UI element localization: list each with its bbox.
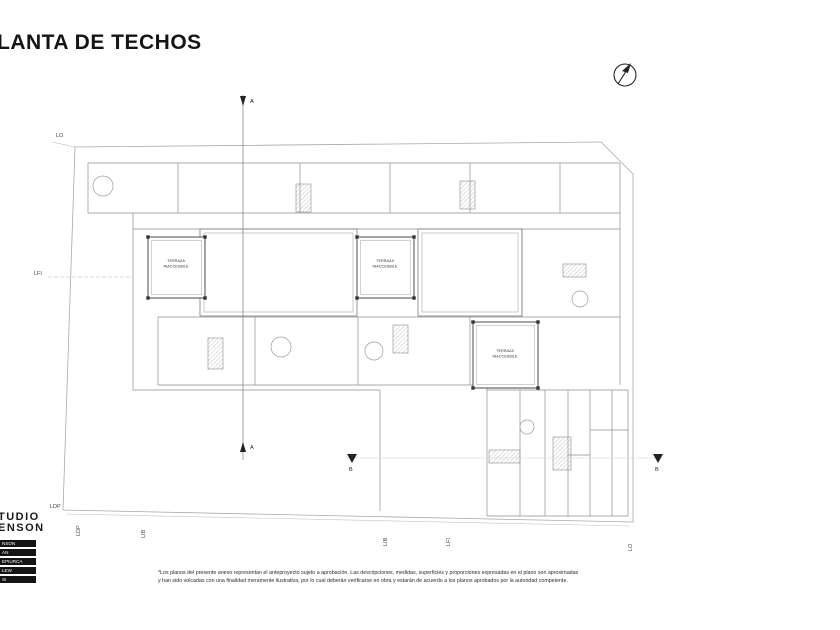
label-ldp-bottom: LDP — [76, 525, 82, 536]
firm-logo-rows: NSON AN EPIURCA LEW SI — [0, 540, 44, 583]
section-marker-b-left — [347, 454, 357, 463]
terraza-box-3: TERRAZA INACCESIBLE — [471, 320, 540, 390]
label-ldp-left: LDP — [50, 504, 61, 510]
firm-logo-line1: TUDIO — [0, 511, 40, 523]
label-lib-bottom-2: LIB — [383, 537, 389, 546]
terraza-label: INACCESIBLE — [372, 265, 398, 269]
section-marker-a-bottom — [240, 442, 246, 452]
firm-logo-line2: ENSON — [0, 522, 45, 534]
disclaimer-note: *Los planos del presente anexo represent… — [158, 570, 578, 585]
firm-logo-row: NSON — [0, 540, 36, 547]
vent-circle — [92, 175, 589, 435]
page-title: LANTA DE TECHOS — [0, 31, 202, 54]
terraza-label: INACCESIBLE — [492, 355, 518, 359]
terraza-label: TERRAZA — [496, 349, 514, 353]
terraza-label: TERRAZA — [167, 259, 185, 263]
section-letter-a-top: A — [250, 99, 254, 105]
firm-logo-row: SI — [0, 576, 36, 583]
label-lib-bottom-1: LIB — [141, 529, 147, 538]
label-lfi-left: LFI — [34, 271, 42, 277]
firm-logo-block: TUDIO ENSON NSON AN EPIURCA LEW SI — [0, 512, 44, 585]
terraza-box-2: TERRAZA INACCESIBLE — [355, 235, 416, 300]
label-lo-top: LO — [56, 133, 64, 139]
disclaimer-line1: *Los planos del presente anexo represent… — [158, 570, 579, 576]
terraza-box-1: TERRAZA INACCESIBLE — [146, 235, 207, 300]
label-lfi-bottom: LFI — [446, 538, 452, 546]
label-lo-bottom: LO — [628, 543, 634, 551]
disclaimer-line2: y han sido volcadas con una finalidad me… — [158, 577, 568, 584]
firm-logo-row: LEW — [0, 567, 36, 574]
firm-logo-row: EPIURCA — [0, 558, 36, 565]
property-boundary — [48, 141, 634, 527]
building-outline — [87, 162, 629, 517]
section-letter-a-bottom: A — [250, 445, 254, 451]
terraza-label: TERRAZA — [376, 259, 394, 263]
boundary-labels: LO LFI LDP — [34, 133, 64, 510]
north-arrow-icon — [613, 63, 637, 87]
section-line-a: A A — [240, 95, 254, 460]
section-letter-b-right: B — [655, 467, 659, 473]
section-marker-a-top — [240, 96, 246, 106]
bottom-edge-labels: LDP LIB LIB LFI LO — [76, 525, 634, 551]
section-line-b: B B — [345, 454, 665, 473]
firm-logo-row: AN — [0, 549, 36, 556]
stair-hatch — [207, 180, 587, 471]
terraza-label: INACCESIBLE — [163, 265, 189, 269]
section-letter-b-left: B — [349, 467, 353, 473]
section-marker-b-right — [653, 454, 663, 463]
